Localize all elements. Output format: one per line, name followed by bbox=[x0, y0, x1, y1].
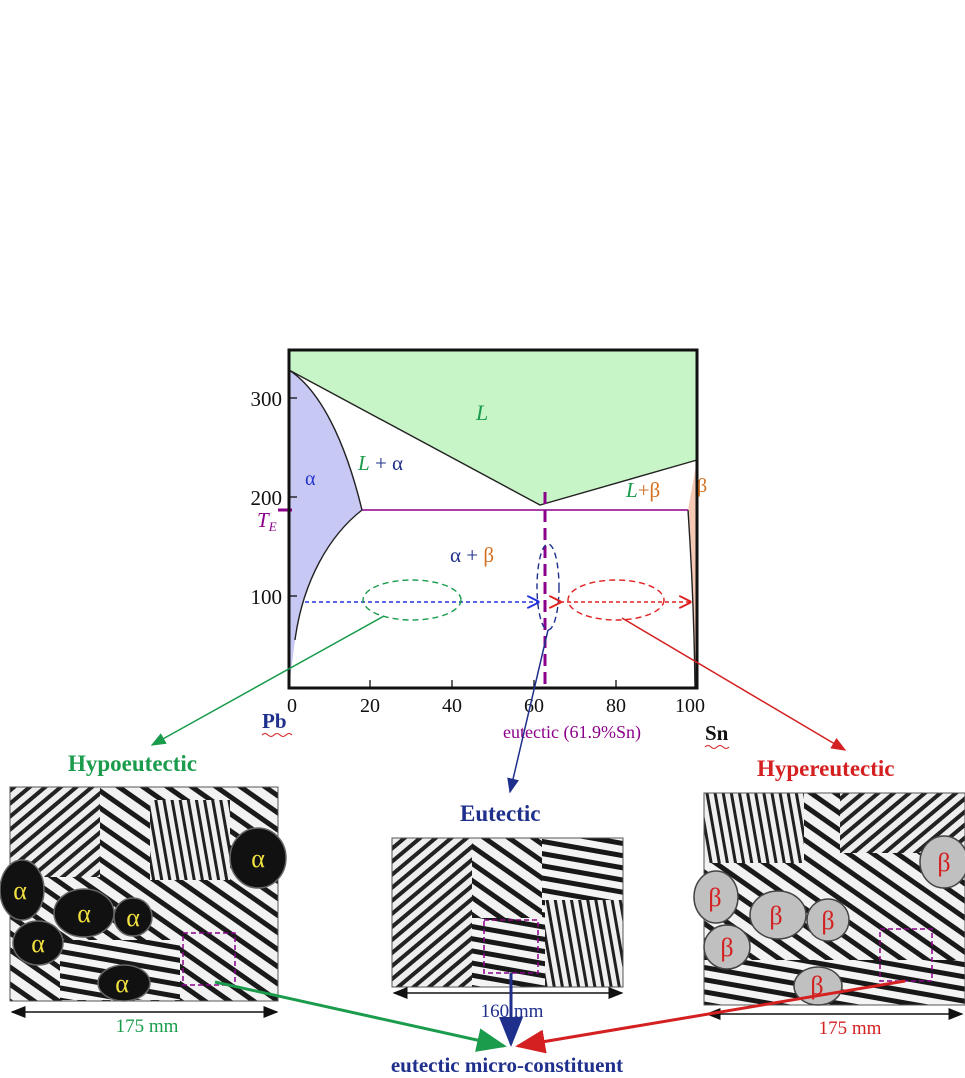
y-tick-200: 200 bbox=[251, 486, 283, 510]
alpha-grain-label: α bbox=[126, 903, 140, 932]
x-tick-60: 60 bbox=[524, 695, 544, 717]
alpha-grain-label: α bbox=[115, 969, 129, 998]
eutectic-composition-label: eutectic (61.9%Sn) bbox=[503, 722, 641, 743]
hyper-ellipse bbox=[567, 579, 665, 621]
beta-grain-label: β bbox=[821, 906, 834, 935]
x-tick-40: 40 bbox=[442, 695, 462, 717]
x-tick-0: 0 bbox=[287, 695, 297, 717]
label-liquid-alpha: L + α bbox=[357, 451, 403, 475]
beta-grain-label: β bbox=[708, 883, 721, 912]
region-alpha bbox=[289, 370, 362, 688]
label-beta: β bbox=[697, 475, 707, 497]
hypereutectic-title: Hypereutectic bbox=[757, 756, 895, 781]
eutectic-title: Eutectic bbox=[460, 801, 540, 826]
label-liquid: L bbox=[475, 400, 488, 425]
eutectic-micrograph bbox=[391, 837, 624, 988]
hyper-eutectic-box bbox=[879, 928, 933, 982]
x-tick-100: 100 bbox=[675, 695, 705, 717]
hypoeutectic-micrograph: α α α α α α bbox=[0, 786, 287, 1002]
beta-grain-label: β bbox=[720, 933, 733, 962]
hypo-ellipse bbox=[362, 579, 462, 621]
y-tick-300: 300 bbox=[251, 387, 283, 411]
hypo-eutectic-box bbox=[182, 932, 236, 986]
eutectic-box bbox=[483, 919, 539, 974]
x-axis: 0 20 40 60 80 100 Pb Sn eutectic (61.9%S… bbox=[261, 680, 730, 749]
label-alpha-beta: α + β bbox=[450, 543, 494, 567]
alpha-grain-label: α bbox=[31, 929, 45, 958]
region-liquid bbox=[289, 350, 697, 505]
hyper-to-constituent-arrow bbox=[515, 979, 906, 1054]
hypo-to-constituent-arrow bbox=[214, 980, 507, 1052]
beta-grain-label: β bbox=[810, 971, 823, 1000]
eutectic-connector-arrow bbox=[507, 629, 549, 794]
phase-diagram: 300 200 100 TE 0 20 40 60 80 100 Pb Sn e… bbox=[251, 348, 730, 749]
beta-grain-label: β bbox=[769, 901, 782, 930]
hypo-connector-arrow bbox=[150, 615, 385, 746]
eutectic-micro-constituent-label: eutectic micro-constituent bbox=[391, 1053, 623, 1077]
beta-grain-label: β bbox=[937, 848, 950, 877]
x-tick-20: 20 bbox=[360, 695, 380, 717]
label-liquid-beta: L+β bbox=[625, 478, 660, 502]
sn-label: Sn bbox=[705, 721, 729, 745]
y-axis: 300 200 100 TE bbox=[251, 387, 297, 609]
hypo-scale-label: 175 mm bbox=[116, 1016, 179, 1037]
hypereutectic-micrograph: β β β β β β bbox=[693, 792, 965, 1006]
pb-label: Pb bbox=[262, 709, 287, 733]
alpha-grain-label: α bbox=[13, 876, 27, 905]
region-beta bbox=[688, 460, 697, 688]
x-tick-80: 80 bbox=[606, 695, 626, 717]
eutectic-ellipse bbox=[536, 543, 560, 631]
label-alpha: α bbox=[305, 468, 316, 490]
alpha-grain-label: α bbox=[251, 844, 265, 873]
alpha-grain-label: α bbox=[77, 899, 91, 928]
te-label: TE bbox=[257, 508, 277, 534]
hypoeutectic-title: Hypoeutectic bbox=[68, 751, 197, 776]
hyper-connector-arrow bbox=[621, 617, 847, 751]
hyper-scale-label: 175 mm bbox=[819, 1018, 882, 1039]
y-tick-100: 100 bbox=[251, 585, 283, 609]
